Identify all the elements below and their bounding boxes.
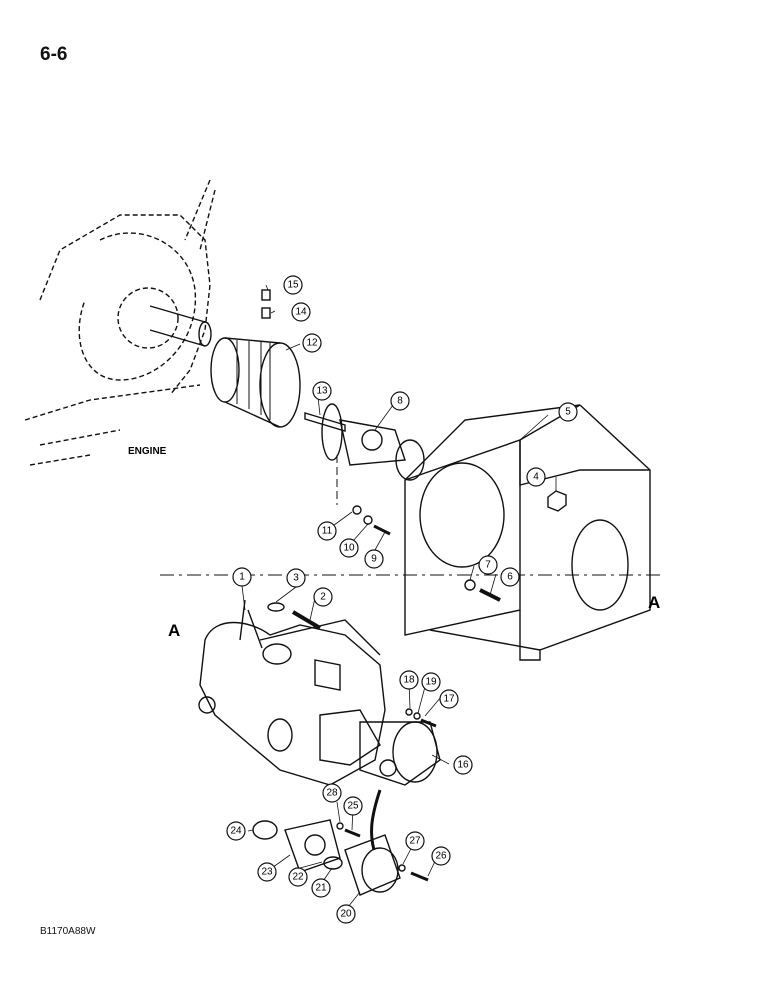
svg-text:13: 13: [316, 386, 328, 397]
svg-text:26: 26: [435, 851, 447, 862]
svg-text:23: 23: [261, 867, 273, 878]
callout-11: 11: [317, 521, 337, 541]
callout-15: 15: [283, 275, 303, 295]
callout-14: 14: [291, 302, 311, 322]
svg-text:8: 8: [397, 396, 403, 407]
callout-7: 7: [478, 555, 498, 575]
svg-text:18: 18: [403, 675, 415, 686]
engine-outline: [24, 179, 216, 466]
callout-2: 2: [313, 587, 333, 607]
callout-19: 19: [421, 672, 441, 692]
callout-22: 22: [288, 867, 308, 887]
svg-text:19: 19: [425, 677, 437, 688]
callout-27: 27: [405, 831, 425, 851]
callout-24: 24: [226, 821, 246, 841]
section-a-right-label: A: [648, 593, 660, 612]
svg-text:28: 28: [326, 788, 338, 799]
callout-3: 3: [286, 568, 306, 588]
coupling-drum: [210, 337, 301, 428]
callout-6: 6: [500, 567, 520, 587]
svg-text:25: 25: [347, 801, 359, 812]
callout-10: 10: [339, 538, 359, 558]
callout-17: 17: [439, 689, 459, 709]
svg-text:10: 10: [343, 543, 355, 554]
callout-12: 12: [302, 333, 322, 353]
callout-4: 4: [526, 467, 546, 487]
svg-text:5: 5: [565, 407, 571, 418]
engine-shaft: [149, 305, 206, 347]
charge-pump: [359, 721, 441, 786]
svg-text:20: 20: [340, 909, 352, 920]
svg-text:12: 12: [306, 338, 318, 349]
svg-text:15: 15: [287, 280, 299, 291]
svg-text:21: 21: [315, 883, 327, 894]
svg-text:24: 24: [230, 826, 242, 837]
svg-text:6: 6: [507, 572, 513, 583]
callout-18: 18: [399, 670, 419, 690]
callout-23: 23: [257, 862, 277, 882]
engine-label: ENGINE: [128, 446, 167, 457]
svg-text:16: 16: [457, 760, 469, 771]
svg-text:9: 9: [371, 554, 377, 565]
svg-text:1: 1: [239, 572, 245, 583]
svg-text:11: 11: [322, 526, 333, 537]
callout-5: 5: [558, 402, 578, 422]
svg-text:22: 22: [292, 872, 304, 883]
callout-16: 16: [453, 755, 473, 775]
universal-joint: [321, 403, 425, 481]
callout-20: 20: [336, 904, 356, 924]
callout-28: 28: [322, 783, 342, 803]
svg-text:2: 2: [320, 592, 326, 603]
callout-1: 1: [232, 567, 252, 587]
callout-21: 21: [311, 878, 331, 898]
gear-pump: [344, 834, 401, 896]
callout-25: 25: [343, 796, 363, 816]
svg-text:4: 4: [533, 472, 539, 483]
mounting-bracket: [404, 404, 651, 661]
figure-code: B1170A88W: [40, 926, 96, 937]
callout-26: 26: [431, 846, 451, 866]
section-a-left-label: A: [168, 621, 180, 640]
callout-13: 13: [312, 381, 332, 401]
callout-8: 8: [390, 391, 410, 411]
page-number: 6-6: [40, 44, 68, 65]
svg-text:3: 3: [293, 573, 299, 584]
svg-text:17: 17: [443, 694, 455, 705]
svg-text:7: 7: [485, 560, 491, 571]
hydraulic-pump: [198, 599, 386, 786]
callout-9: 9: [364, 549, 384, 569]
svg-text:27: 27: [409, 836, 421, 847]
svg-text:14: 14: [295, 307, 307, 318]
